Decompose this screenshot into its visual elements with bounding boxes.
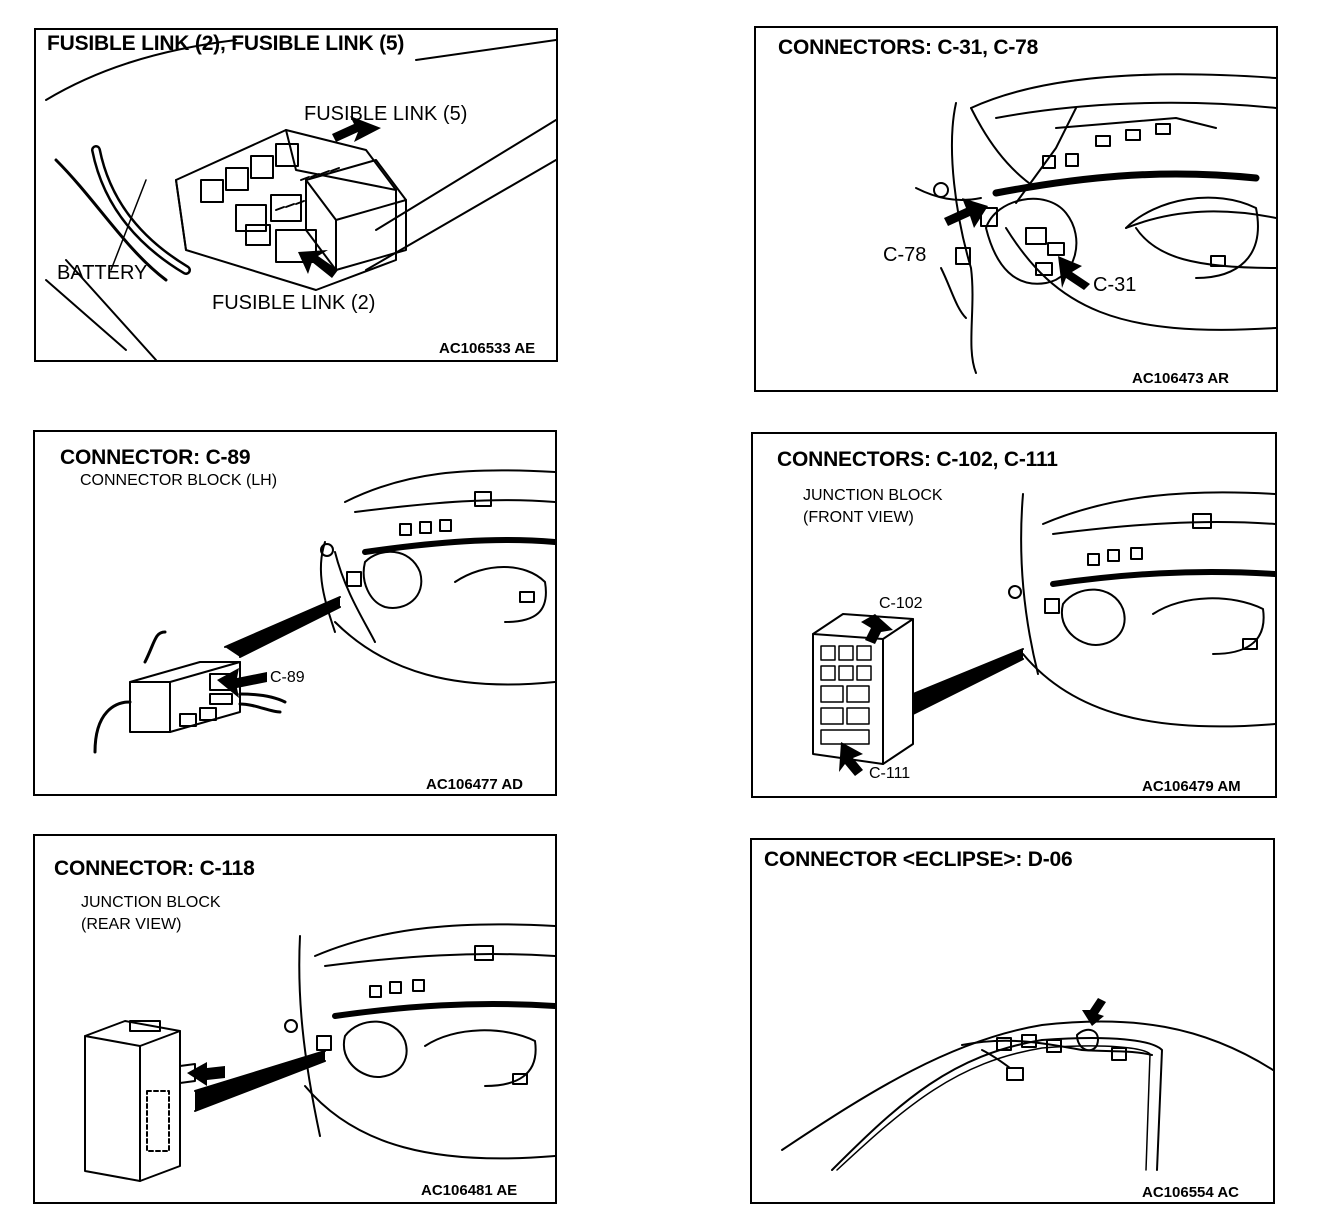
figure-code: AC106554 AC <box>1142 1184 1239 1201</box>
panel-title: CONNECTOR: C-89 <box>60 446 251 469</box>
panel-c31-c78: CONNECTORS: C-31, C-78 C-78 C-31 AC10647… <box>754 26 1278 392</box>
panel-subtitle-line2: (REAR VIEW) <box>81 916 182 933</box>
junction-block-front-illustration <box>812 491 1275 776</box>
arrow-c31 <box>1058 256 1090 290</box>
figure-code: AC106477 AD <box>426 776 523 793</box>
label-c31: C-31 <box>1093 274 1137 296</box>
roof-illustration <box>781 998 1273 1171</box>
label-c89: C-89 <box>270 669 305 686</box>
panel-title: CONNECTOR <ECLIPSE>: D-06 <box>764 848 1073 871</box>
fusible-link-illustration <box>45 39 556 360</box>
panel-title: FUSIBLE LINK (2), FUSIBLE LINK (5) <box>47 32 405 55</box>
figure-code: AC106479 AM <box>1142 778 1241 795</box>
arrow-fusible-link-2 <box>298 250 338 278</box>
panel-title: CONNECTORS: C-31, C-78 <box>778 36 1039 59</box>
figure-code: AC106481 AE <box>421 1182 518 1199</box>
figure-code: AC106473 AR <box>1132 370 1229 387</box>
arrow-c102 <box>861 614 893 644</box>
panel-c89: CONNECTOR: C-89 CONNECTOR BLOCK (LH) C-8… <box>33 430 557 796</box>
panel-subtitle: CONNECTOR BLOCK (LH) <box>80 472 278 489</box>
label-c102: C-102 <box>879 595 923 612</box>
panel-subtitle-line1: JUNCTION BLOCK <box>81 894 221 911</box>
arrow-c89 <box>217 668 267 698</box>
dashboard-illustration <box>915 73 1276 374</box>
panel-title: CONNECTOR: C-118 <box>54 857 255 880</box>
label-c111: C-111 <box>869 765 911 782</box>
connector-block-illustration <box>93 469 555 754</box>
figure-code: AC106533 AE <box>439 340 536 357</box>
arrow-c78 <box>944 198 988 228</box>
arrow-d06 <box>1082 998 1106 1026</box>
junction-block-rear-illustration <box>84 923 555 1182</box>
panel-c102-c111: CONNECTORS: C-102, C-111 JUNCTION BLOCK … <box>751 432 1277 798</box>
label-battery: BATTERY <box>57 262 148 284</box>
label-fusible-link-5: FUSIBLE LINK (5) <box>304 103 468 125</box>
label-fusible-link-2: FUSIBLE LINK (2) <box>212 292 376 314</box>
panel-fusible-links: FUSIBLE LINK (2), FUSIBLE LINK (5) FUSIB… <box>34 28 558 362</box>
arrow-fusible-link-5 <box>332 116 381 142</box>
panel-title: CONNECTORS: C-102, C-111 <box>777 448 1058 471</box>
panel-subtitle-line2: (FRONT VIEW) <box>803 509 914 526</box>
panel-c118: CONNECTOR: C-118 JUNCTION BLOCK (REAR VI… <box>33 834 557 1204</box>
arrow-c111 <box>839 742 863 776</box>
panel-d06: CONNECTOR <ECLIPSE>: D-06 AC106554 AC <box>750 838 1275 1204</box>
arrow-c118 <box>187 1062 225 1086</box>
label-c78: C-78 <box>883 244 927 266</box>
panel-subtitle-line1: JUNCTION BLOCK <box>803 487 943 504</box>
